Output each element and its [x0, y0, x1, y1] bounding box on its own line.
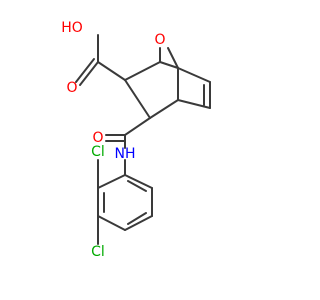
- bond-c3-c2: [124, 79, 151, 119]
- bond-c-o-double-b: [75, 58, 95, 83]
- bond-ring-f: [124, 174, 153, 189]
- atom-label-o-carboxyl: O: [66, 80, 77, 96]
- bond-obridge-c4: [167, 47, 179, 69]
- bond-ring-d: [124, 215, 153, 231]
- bond-carboxyl-c-to-c2: [97, 61, 126, 81]
- atom-label-cl-para: Cl: [91, 244, 105, 260]
- atom-label-o-amide: O: [92, 130, 103, 146]
- bond-ring-inner-2: [127, 212, 147, 225]
- atom-label-nh: NH: [115, 146, 136, 162]
- atom-label-ho: HO: [61, 20, 83, 36]
- bond-c6-c7: [177, 99, 211, 109]
- bond-c4-c5: [177, 67, 211, 83]
- molecule-structure-diagram: HO O O O NH Cl Cl: [61, 20, 211, 260]
- bond-ring-a: [97, 174, 126, 189]
- bond-c2-c1: [124, 61, 161, 81]
- atom-label-cl-ortho: Cl: [91, 144, 105, 160]
- bond-c7-c3: [149, 99, 179, 119]
- bond-c1-c4: [159, 61, 179, 69]
- bond-ring-c: [97, 215, 126, 231]
- atom-label-o-bridge: O: [154, 32, 165, 48]
- bond-c3-amide-c: [124, 117, 151, 136]
- bond-ring-inner-3: [127, 180, 147, 192]
- bond-c-o-double-a: [79, 61, 99, 86]
- molecule-svg: HO O O O NH Cl Cl: [61, 20, 211, 260]
